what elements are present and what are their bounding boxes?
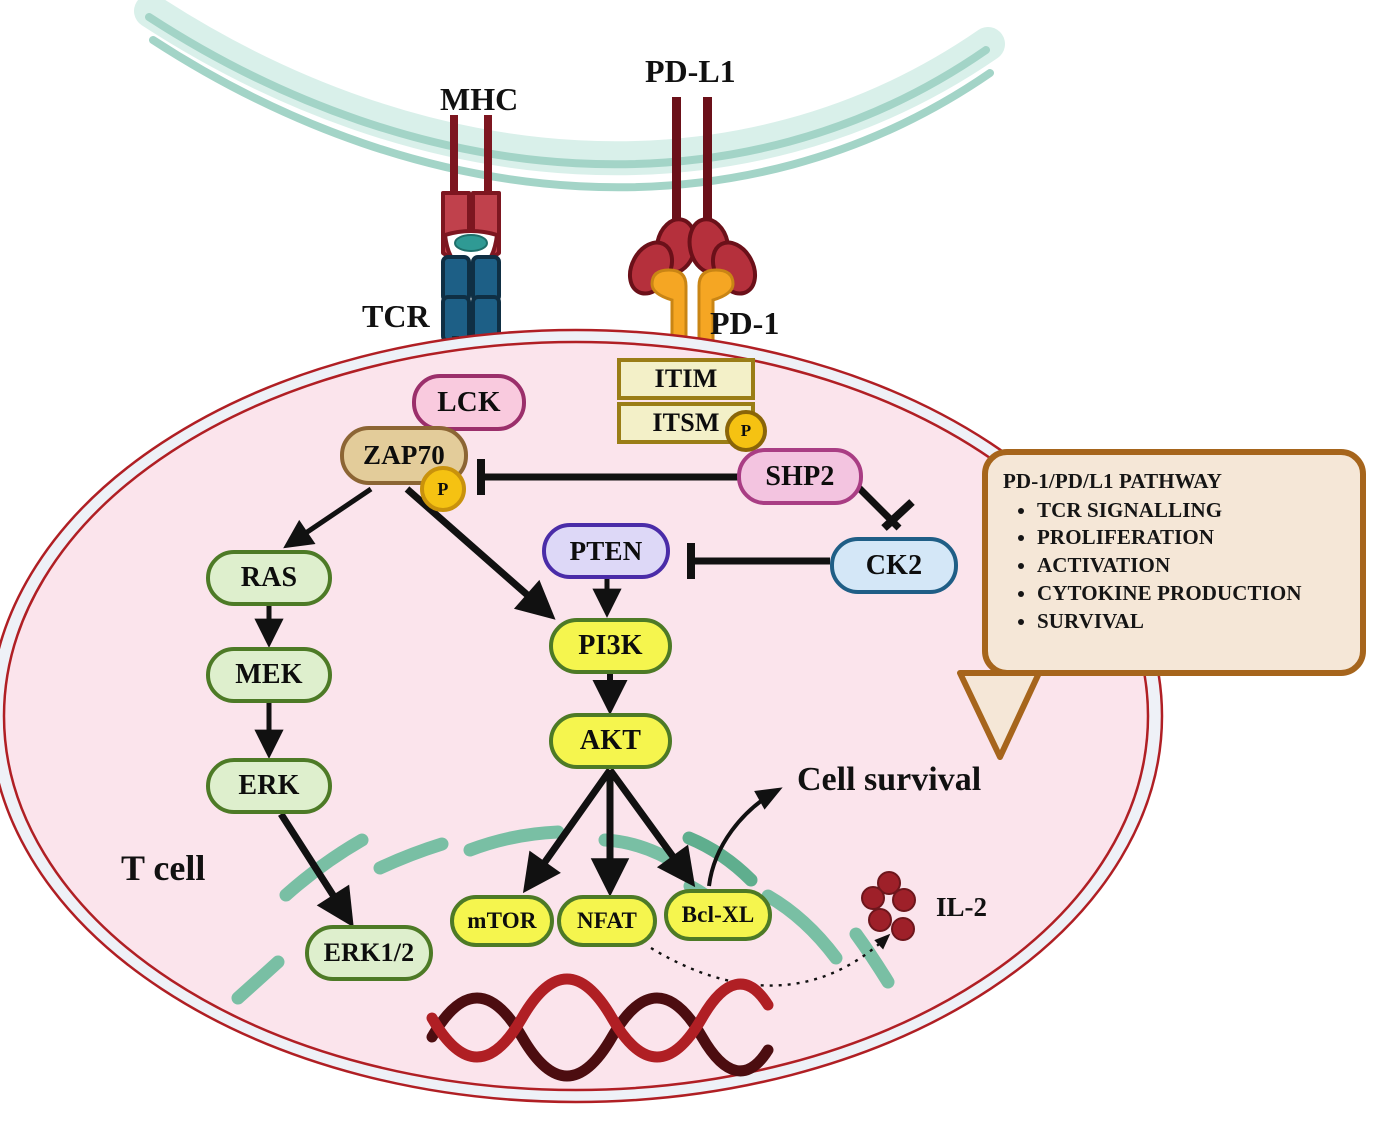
node-erk-label: ERK bbox=[238, 770, 300, 801]
cytoskeleton-filaments-dark bbox=[682, 831, 758, 887]
callout-title: PD-1/PD/L1 PATHWAY bbox=[1003, 469, 1222, 493]
node-shp2-shape[interactable] bbox=[737, 448, 863, 505]
callout-list: TCR SIGNALLING PROLIFERATION ACTIVATION … bbox=[1003, 497, 1349, 636]
node-mek-shape[interactable] bbox=[206, 647, 332, 703]
itsm-phospho-label: P bbox=[740, 421, 752, 440]
node-mtor-label: mTOR bbox=[467, 908, 537, 933]
node-shp2-label: SHP2 bbox=[765, 460, 835, 492]
callout-item: TCR SIGNALLING bbox=[1037, 497, 1349, 525]
node-ck2-label: CK2 bbox=[865, 549, 923, 581]
callout-item: SURVIVAL bbox=[1037, 608, 1349, 636]
callout-item: PROLIFERATION bbox=[1037, 524, 1349, 552]
edge-akt-to-mtor bbox=[522, 767, 613, 894]
itsm-phospho-badge bbox=[725, 410, 767, 452]
zap70-phospho-label: P bbox=[437, 478, 449, 499]
node-nfat-label: NFAT bbox=[577, 908, 637, 933]
node-mek-label: MEK bbox=[235, 659, 303, 690]
edge-zap70-to-pi3k bbox=[404, 486, 556, 620]
zap70-phospho-badge bbox=[420, 466, 466, 512]
node-lck-label: LCK bbox=[437, 386, 501, 418]
node-pi3k-label: PI3K bbox=[578, 630, 643, 661]
node-zap70-label: ZAP70 bbox=[363, 440, 445, 470]
apc-membrane bbox=[134, 0, 1005, 192]
edge-erk-to-erk12 bbox=[278, 812, 354, 928]
node-ras-label: RAS bbox=[240, 562, 298, 593]
node-pten-shape[interactable] bbox=[542, 523, 670, 579]
node-erk-shape[interactable] bbox=[206, 758, 332, 814]
edge-nfat-to-il2 bbox=[650, 933, 891, 987]
callout-item: CYTOKINE PRODUCTION bbox=[1037, 580, 1349, 608]
edge-akt-to-bclxl bbox=[607, 767, 696, 888]
edge-shp2-inhibits-zap70 bbox=[477, 459, 739, 495]
il2-particles bbox=[861, 871, 916, 941]
node-akt-shape[interactable] bbox=[549, 713, 672, 769]
node-erk12-label: ERK1/2 bbox=[323, 938, 415, 967]
pathway-callout: PD-1/PD/L1 PATHWAY TCR SIGNALLING PROLIF… bbox=[985, 452, 1363, 673]
pdl1-ligand bbox=[627, 97, 758, 296]
node-ck2-shape[interactable] bbox=[830, 537, 958, 594]
edge-bclxl-to-cell-survival bbox=[707, 787, 783, 887]
node-erk12-shape[interactable] bbox=[305, 925, 433, 981]
callout-bubble bbox=[957, 449, 1366, 760]
node-pi3k-shape[interactable] bbox=[549, 618, 672, 674]
callout-item: ACTIVATION bbox=[1037, 552, 1349, 580]
node-ras-shape[interactable] bbox=[206, 550, 332, 606]
node-pten-label: PTEN bbox=[569, 535, 643, 566]
edge-zap70-to-ras bbox=[283, 486, 373, 549]
node-akt-label: AKT bbox=[579, 725, 642, 756]
node-bclxl-shape[interactable] bbox=[664, 889, 772, 941]
edge-shp2-inhibits-ck2 bbox=[852, 481, 915, 531]
dna-helix bbox=[426, 973, 774, 1082]
node-bclxl-label: Bcl-XL bbox=[681, 902, 755, 927]
node-lck-shape[interactable] bbox=[412, 374, 526, 431]
motif-itsm-label: ITSM bbox=[652, 408, 720, 437]
motif-itim-label: ITIM bbox=[654, 364, 718, 393]
node-nfat-shape[interactable] bbox=[557, 895, 657, 947]
node-mtor-shape[interactable] bbox=[450, 895, 554, 947]
edge-ck2-inhibits-pten bbox=[687, 543, 830, 579]
itim-box bbox=[617, 358, 755, 400]
